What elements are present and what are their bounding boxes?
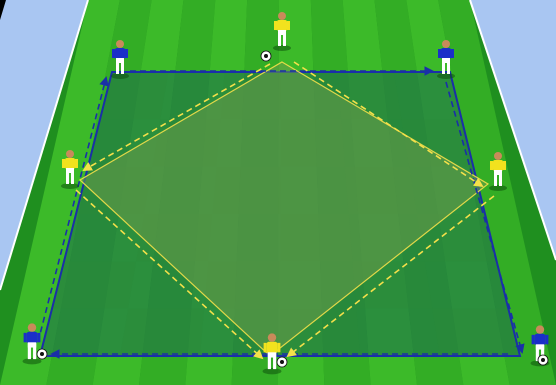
player-arm — [264, 343, 267, 352]
player-arm — [62, 159, 65, 168]
ball-icon — [538, 355, 548, 365]
player-shorts — [494, 170, 502, 175]
player-head — [278, 12, 286, 20]
player-shadow — [263, 368, 282, 374]
ball-patch — [541, 358, 545, 362]
player-arm — [24, 333, 27, 342]
player-shorts — [28, 342, 36, 347]
ball-icon — [277, 357, 287, 367]
ball-patch — [40, 352, 44, 356]
zone-cell — [432, 309, 520, 356]
player-head — [116, 40, 124, 48]
player-shirt — [277, 20, 287, 31]
player-arm — [75, 159, 78, 168]
player-arm — [503, 161, 506, 170]
player-shirt — [493, 160, 503, 171]
player-arm — [125, 49, 128, 58]
zone-cell — [120, 309, 204, 356]
player-shorts — [268, 352, 276, 357]
drill-zone — [40, 62, 520, 356]
ball-icon — [37, 349, 47, 359]
player-arm — [277, 343, 280, 352]
player-arm — [545, 335, 548, 344]
player-shadow — [489, 185, 507, 191]
player-shadow — [437, 73, 455, 79]
player-shorts — [66, 168, 74, 173]
ball-icon — [261, 51, 271, 61]
player-shorts — [442, 58, 450, 63]
player-shorts — [536, 344, 544, 349]
player-arm — [451, 49, 454, 58]
ball-patch — [280, 360, 284, 364]
player-arm — [287, 21, 290, 30]
player-shirt — [115, 48, 125, 59]
player-shadow — [273, 45, 291, 51]
player-shirt — [441, 48, 451, 59]
player-head — [442, 40, 450, 48]
player-head — [494, 152, 502, 160]
player-head — [536, 325, 544, 333]
player-shirt — [267, 342, 278, 354]
player-shirt — [535, 334, 546, 346]
player-shirt — [65, 158, 75, 169]
player-shadow — [111, 73, 129, 79]
player-shadow — [61, 183, 79, 189]
player-arm — [37, 333, 40, 342]
player-arm — [438, 49, 441, 58]
player-head — [268, 333, 276, 341]
player-arm — [490, 161, 493, 170]
player-arm — [112, 49, 115, 58]
player-shirt — [27, 332, 38, 344]
player-shorts — [278, 30, 286, 35]
player-arm — [274, 21, 277, 30]
ball-patch — [264, 54, 268, 58]
player-shorts — [116, 58, 124, 63]
player-shadow — [23, 358, 42, 364]
player-head — [66, 150, 74, 158]
player-arm — [532, 335, 535, 344]
player-head — [28, 323, 36, 331]
zone-cell — [52, 261, 136, 308]
